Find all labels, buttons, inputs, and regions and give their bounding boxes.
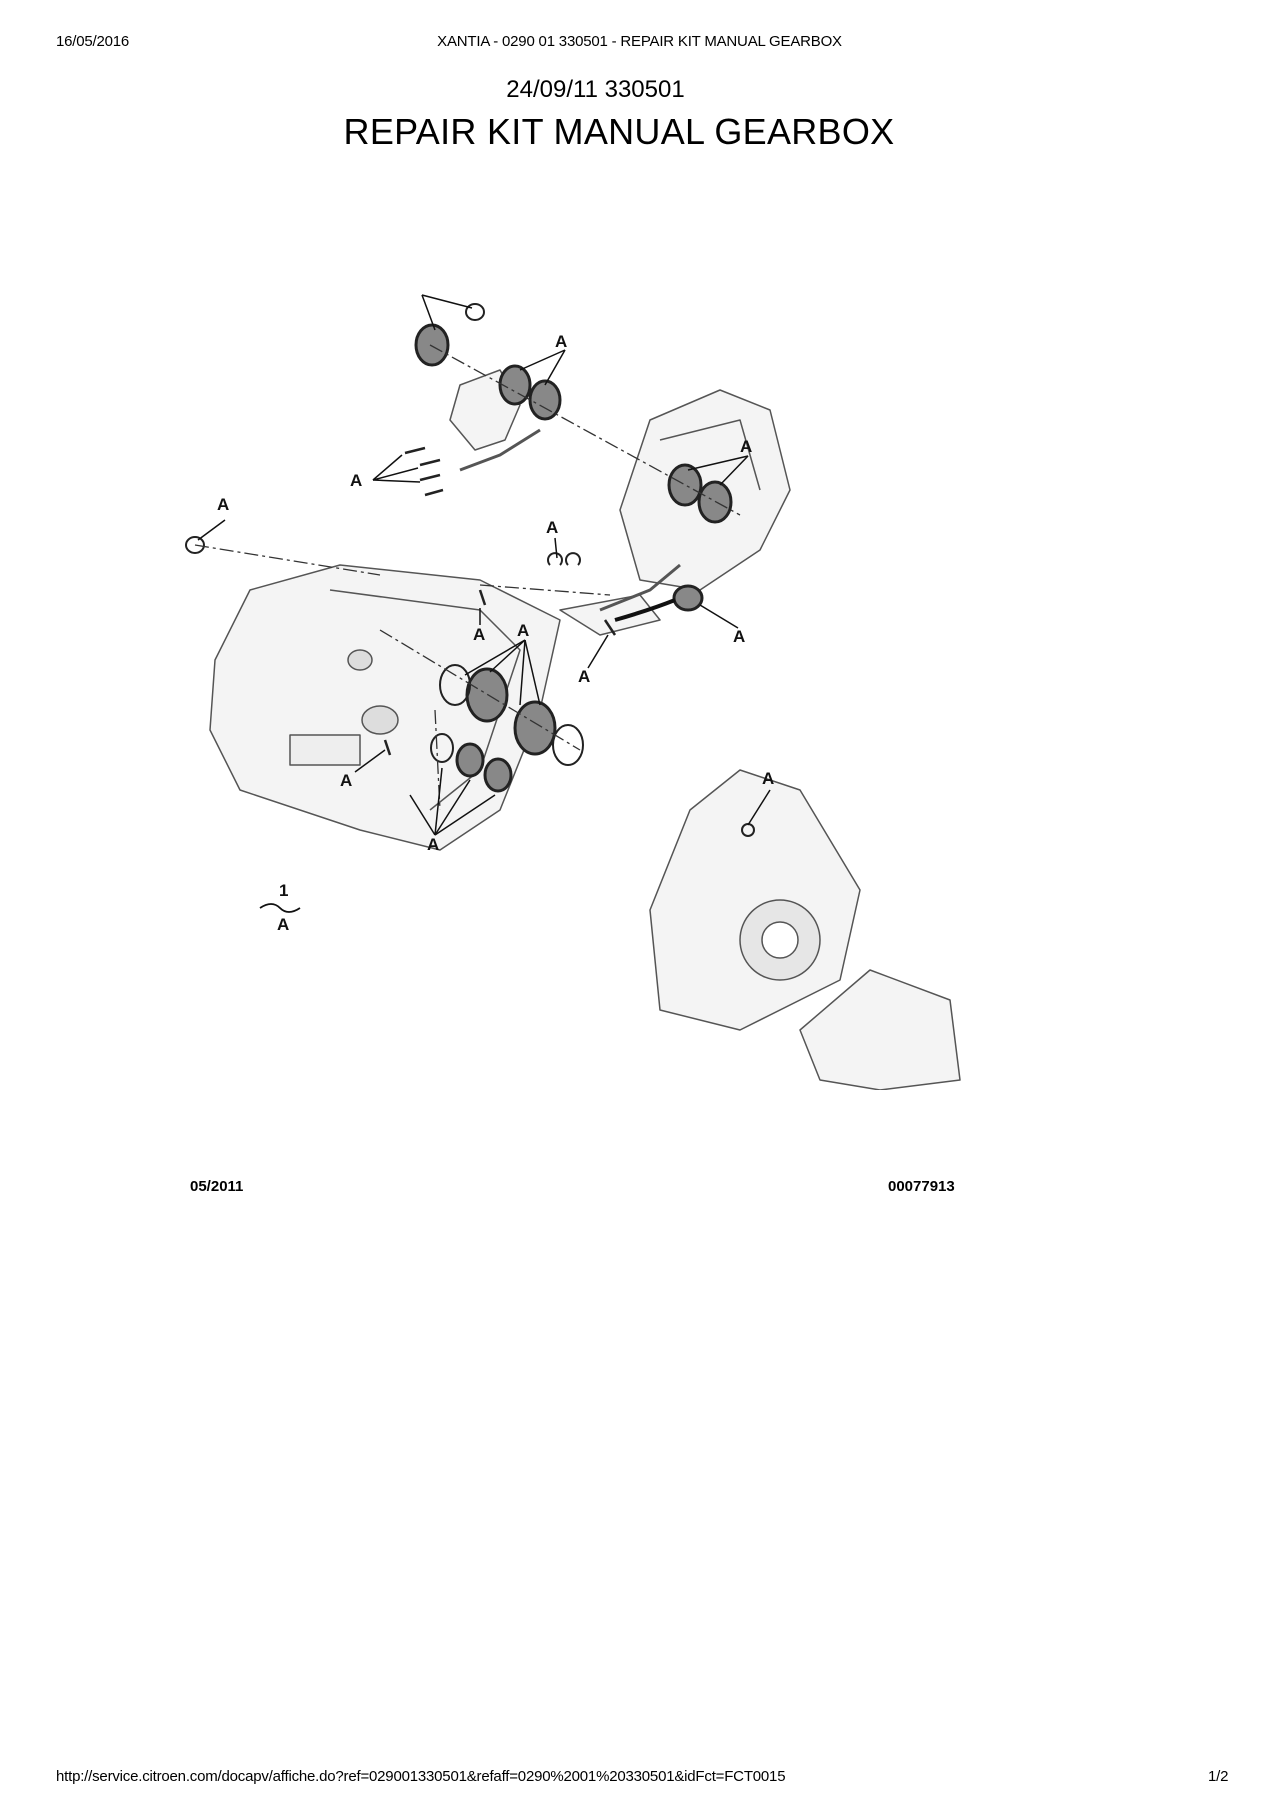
part-label: A xyxy=(740,437,752,456)
clutch-housing xyxy=(649,769,861,1031)
legend-letter: A xyxy=(277,915,289,934)
document-subtitle: 24/09/11 330501 xyxy=(506,76,685,103)
part-label: A xyxy=(473,625,485,644)
o-ring xyxy=(465,303,485,321)
part-label: A xyxy=(517,621,529,640)
oil-seal xyxy=(672,584,704,612)
oil-seal xyxy=(667,463,703,507)
print-date: 16/05/2016 xyxy=(56,33,130,50)
legend-number: 1 xyxy=(279,881,288,900)
o-ring xyxy=(185,536,205,554)
oil-seal xyxy=(414,323,450,367)
bearing xyxy=(465,667,509,723)
part-label: A xyxy=(340,771,352,790)
part-label: A xyxy=(578,667,590,686)
part-label: A xyxy=(427,835,439,854)
diagram-date-code: 05/2011 xyxy=(190,1178,244,1195)
oil-seal xyxy=(498,364,532,406)
gearbox-exploded-diagram: A A A A A A A A A A A A A 1 A xyxy=(185,290,961,1090)
circlip xyxy=(430,733,454,763)
part-label: A xyxy=(546,518,558,537)
bearing xyxy=(455,742,485,778)
part-label: A xyxy=(217,495,229,514)
legend: 1 A xyxy=(259,881,301,934)
print-header-title: XANTIA - 0290 01 330501 - REPAIR KIT MAN… xyxy=(437,33,842,50)
diagram-reference-code: 00077913 xyxy=(888,1178,955,1195)
end-cover xyxy=(799,969,961,1090)
part-label: A xyxy=(762,769,774,788)
bearing xyxy=(513,700,557,756)
document-title: REPAIR KIT MANUAL GEARBOX xyxy=(343,111,895,152)
source-url[interactable]: http://service.citroen.com/docapv/affich… xyxy=(56,1768,786,1785)
part-label: A xyxy=(350,471,362,490)
oil-seal xyxy=(528,379,562,421)
circlip xyxy=(552,724,584,766)
bearing xyxy=(483,757,513,793)
part-label: A xyxy=(408,290,420,294)
part-label: A xyxy=(555,332,567,351)
shift-fork xyxy=(559,594,661,636)
circlip xyxy=(439,664,471,706)
part-label: A xyxy=(733,627,745,646)
page-number: 1/2 xyxy=(1208,1768,1229,1785)
